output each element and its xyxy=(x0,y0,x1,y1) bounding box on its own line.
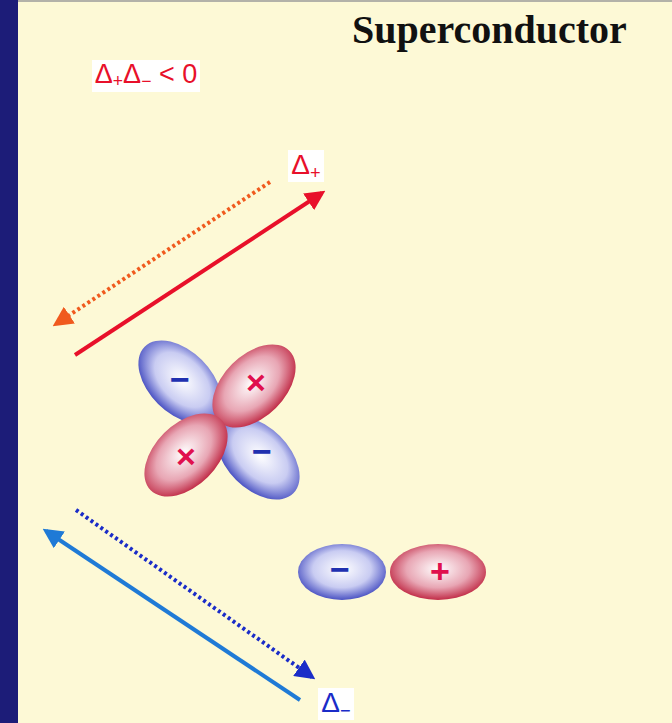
p-wave-orbital xyxy=(298,544,486,600)
d-wave-orbital xyxy=(123,325,316,516)
positive-lobe xyxy=(129,398,244,513)
reflected-arrow xyxy=(56,182,270,324)
sign-symbol: − xyxy=(252,433,272,470)
gap-condition: Δ+Δ− < 0 xyxy=(92,60,200,92)
incident-arrow xyxy=(75,193,322,355)
negative-lobe xyxy=(298,544,386,600)
incident-arrow xyxy=(46,531,300,700)
sign-symbol: + xyxy=(430,553,450,590)
sign-symbol: − xyxy=(170,361,190,398)
positive-lobe xyxy=(390,544,486,600)
sign-symbol: − xyxy=(330,551,350,588)
gap-label: Δ+ xyxy=(288,150,323,183)
sign-symbol: × xyxy=(246,364,266,401)
gap-label: Δ− xyxy=(318,688,353,721)
frame-line xyxy=(18,0,672,2)
interface-bar xyxy=(0,0,18,723)
sign-symbol: × xyxy=(176,438,196,475)
title: Superconductor xyxy=(352,8,627,52)
reflected-arrow xyxy=(76,510,312,677)
